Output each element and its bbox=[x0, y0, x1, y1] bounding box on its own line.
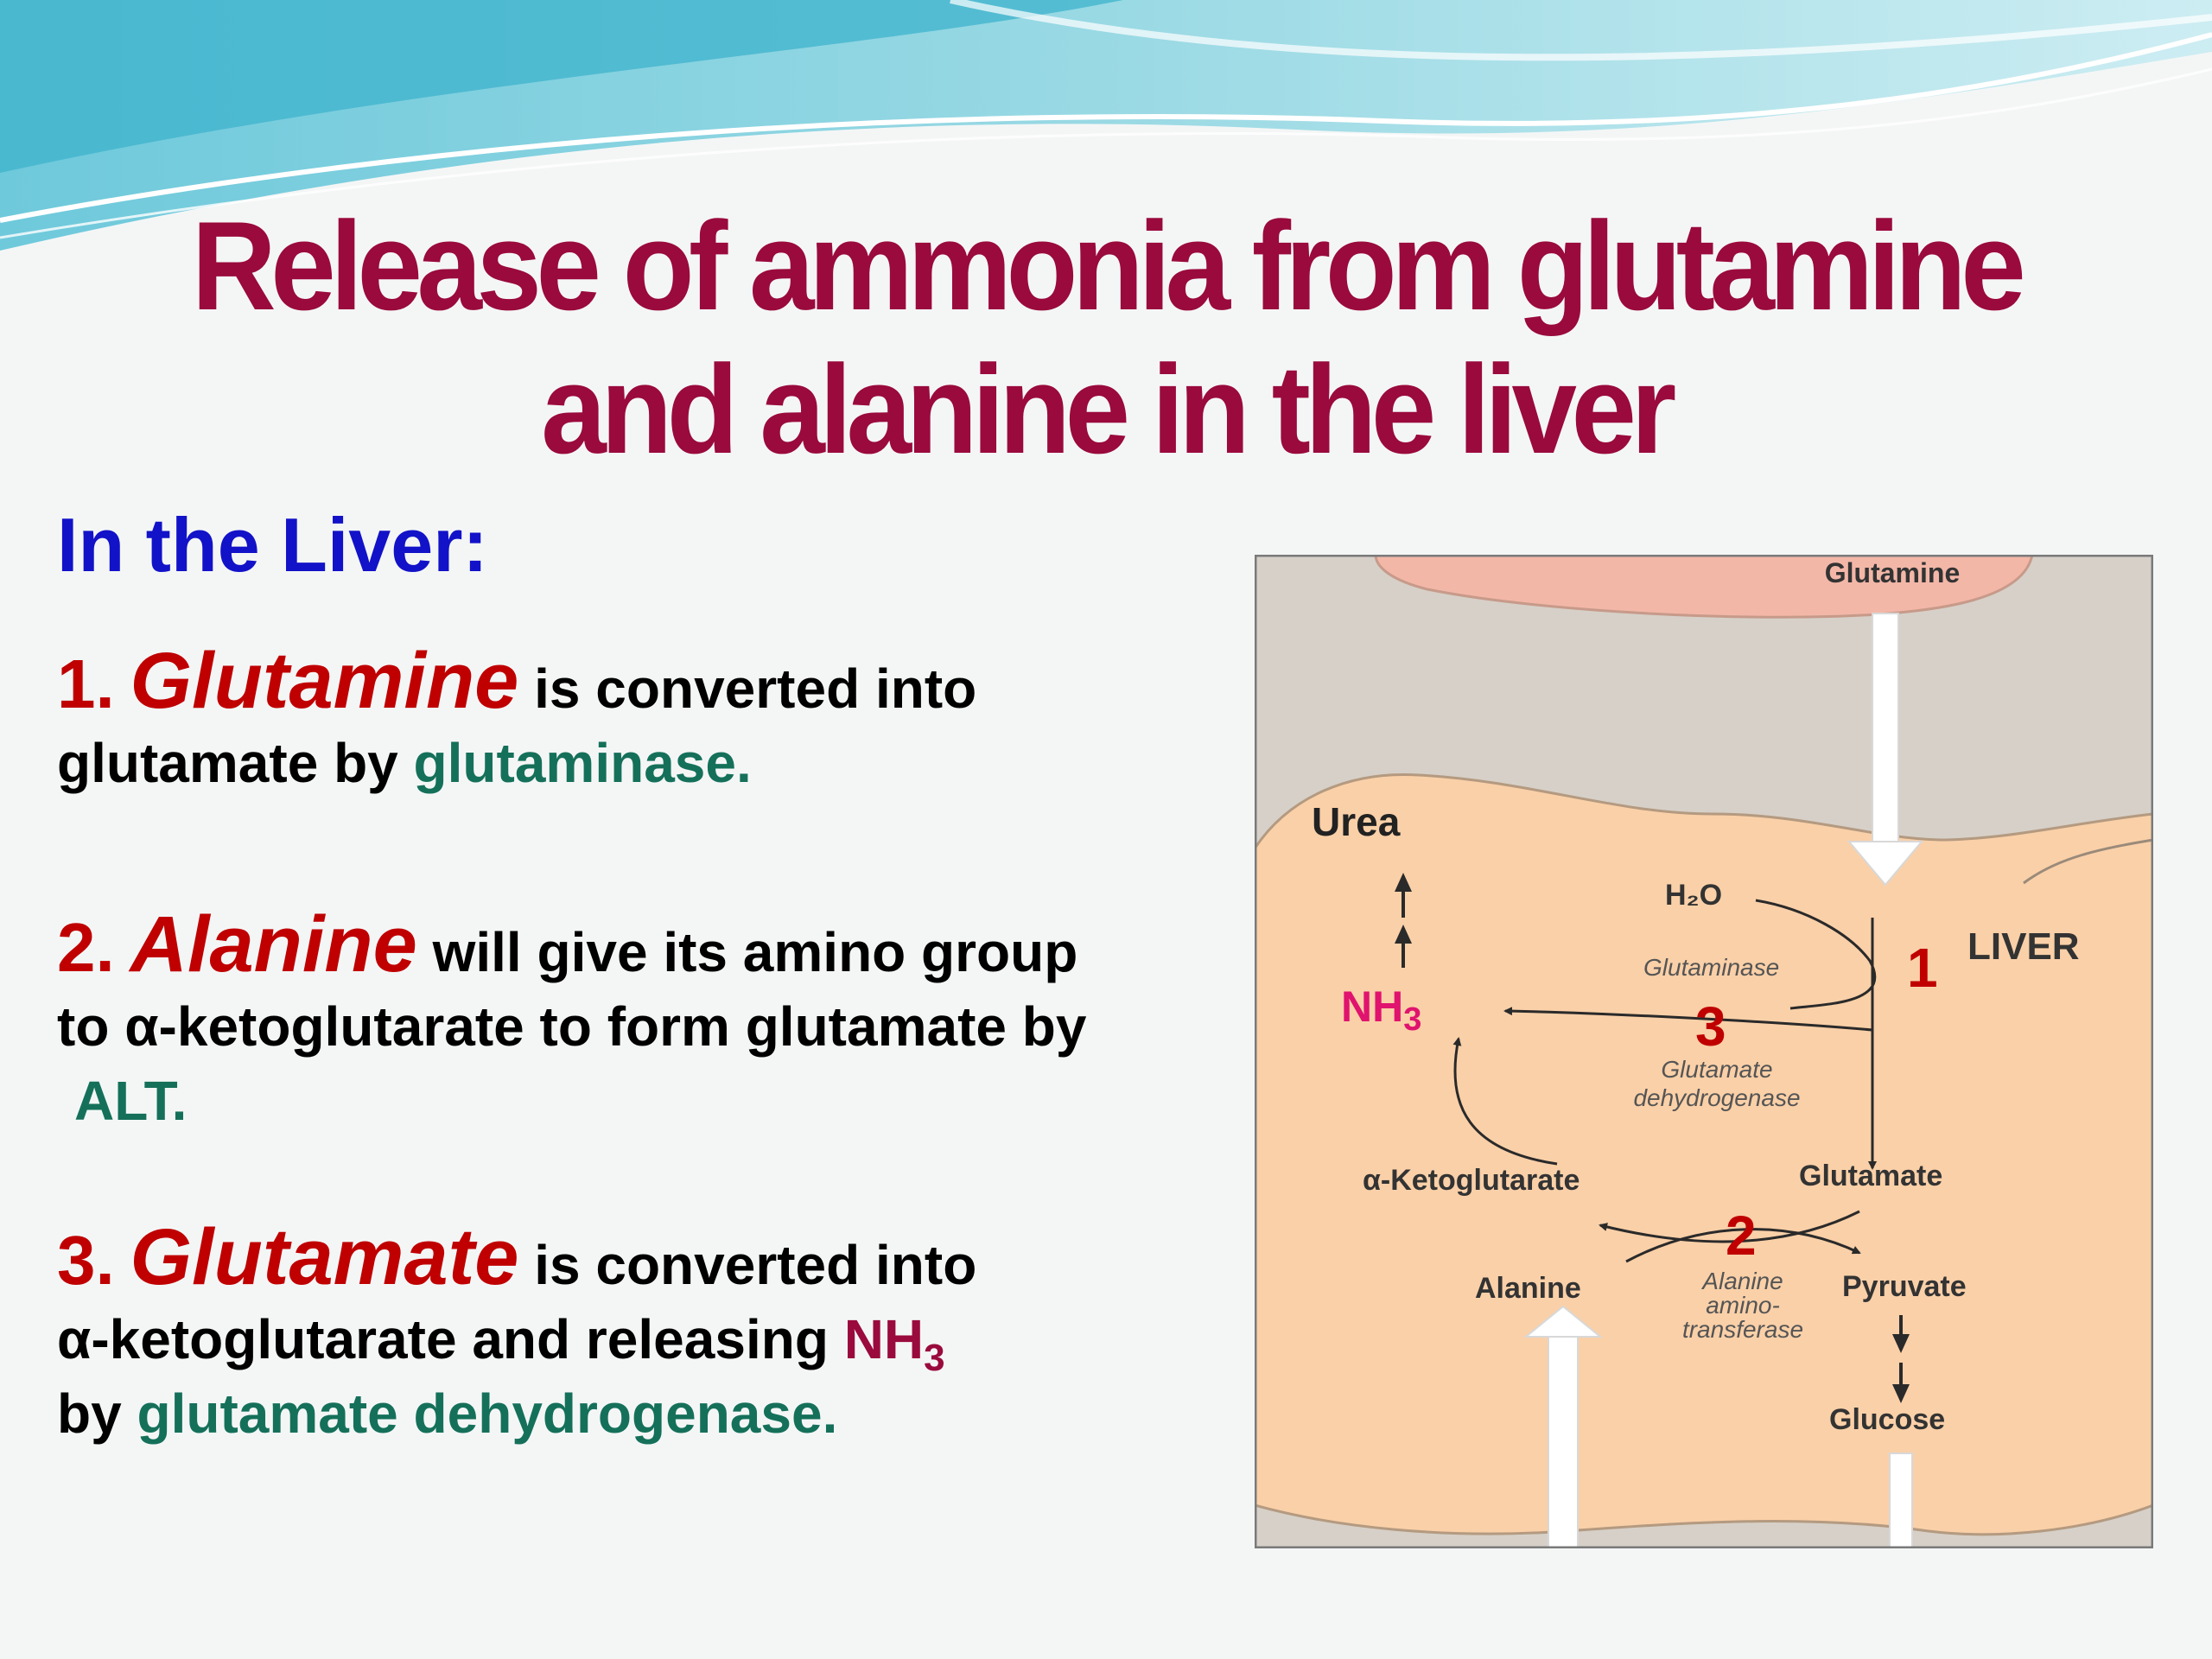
section-heading: In the Liver: bbox=[57, 502, 488, 588]
pyruvate-label: Pyruvate bbox=[1842, 1270, 1967, 1303]
point-3: 3. Glutamate is converted into α-ketoglu… bbox=[57, 1217, 977, 1451]
point-3-term: Glutamate bbox=[130, 1213, 519, 1301]
point-1: 1. Glutamine is converted into glutamate… bbox=[57, 641, 977, 800]
ammonia-label: NH3 bbox=[1341, 982, 1421, 1038]
step-2-marker: 2 bbox=[1726, 1205, 1757, 1267]
header-wave-decoration bbox=[0, 0, 2212, 251]
step-3-marker: 3 bbox=[1695, 995, 1726, 1058]
alt-label-line-2: amino- bbox=[1706, 1292, 1780, 1319]
point-2-text-b: to α-ketoglutarate to form glutamate by bbox=[57, 995, 1087, 1058]
alanine-label: Alanine bbox=[1475, 1272, 1581, 1305]
liver-outline-stroke bbox=[2023, 838, 2153, 885]
point-3-product: NH bbox=[843, 1308, 925, 1370]
glucose-label: Glucose bbox=[1829, 1403, 1945, 1436]
liver-pathway-diagram: Glutamine Urea H₂O Glutaminase 1 LIVER N… bbox=[1255, 555, 2153, 1548]
ammonia-label-subscript: 3 bbox=[1403, 1001, 1421, 1038]
point-3-text-b: α-ketoglutarate and releasing bbox=[57, 1308, 844, 1370]
glucose-exit-arrow bbox=[1889, 1452, 1913, 1548]
point-3-enzyme: glutamate dehydrogenase. bbox=[137, 1382, 838, 1445]
point-3-text-a: is converted into bbox=[518, 1234, 977, 1296]
blood-vessel-shape bbox=[1374, 555, 2034, 619]
urea-label: Urea bbox=[1312, 799, 1401, 844]
gdh-label-line-1: Glutamate bbox=[1661, 1056, 1772, 1083]
point-3-number: 3. bbox=[57, 1222, 115, 1299]
title-line-1: Release of ammonia from glutamine bbox=[191, 195, 2026, 336]
point-1-term: Glutamine bbox=[130, 637, 519, 725]
point-2-term: Alanine bbox=[130, 900, 417, 988]
title-line-2: and alanine in the liver bbox=[541, 339, 1676, 480]
gdh-curve-arrow bbox=[1452, 1037, 1558, 1166]
glutamate-label: Glutamate bbox=[1799, 1160, 1942, 1192]
step-1-marker: 1 bbox=[1907, 937, 1938, 999]
point-2: 2. Alanine will give its amino group to … bbox=[57, 905, 1087, 1138]
alt-label-line-3: transferase bbox=[1682, 1316, 1803, 1343]
transamination-cross-arrows bbox=[1599, 1210, 1861, 1263]
alt-label-line-1: Alanine bbox=[1700, 1268, 1783, 1294]
glutamine-entry-arrow bbox=[1847, 613, 1924, 887]
point-1-text-b: glutamate by bbox=[57, 732, 414, 794]
point-1-text-a: is converted into bbox=[518, 658, 977, 720]
point-2-enzyme: ALT. bbox=[74, 1070, 188, 1132]
alpha-ketoglutarate-label: α-Ketoglutarate bbox=[1363, 1164, 1580, 1197]
point-1-enzyme: glutaminase. bbox=[413, 732, 752, 794]
ammonia-release-arrow bbox=[1503, 1007, 1873, 1032]
ammonia-label-main: NH bbox=[1341, 982, 1403, 1031]
alanine-entry-arrow bbox=[1523, 1305, 1603, 1548]
glutaminase-curve bbox=[1755, 899, 1877, 1010]
point-3-text-c: by bbox=[57, 1382, 137, 1445]
liver-label: LIVER bbox=[1967, 925, 2080, 968]
glutamine-label: Glutamine bbox=[1825, 557, 1960, 588]
diagram-border bbox=[1255, 555, 2153, 1548]
point-3-product-subscript: 3 bbox=[924, 1337, 945, 1379]
gdh-label-line-2: dehydrogenase bbox=[1633, 1084, 1800, 1111]
point-1-number: 1. bbox=[57, 645, 115, 722]
point-2-number: 2. bbox=[57, 909, 115, 986]
glutaminase-label: Glutaminase bbox=[1643, 954, 1779, 981]
water-label: H₂O bbox=[1665, 879, 1722, 912]
point-2-text-a: will give its amino group bbox=[416, 921, 1078, 983]
slide-title: Release of ammonia from glutamine and al… bbox=[78, 194, 2135, 481]
